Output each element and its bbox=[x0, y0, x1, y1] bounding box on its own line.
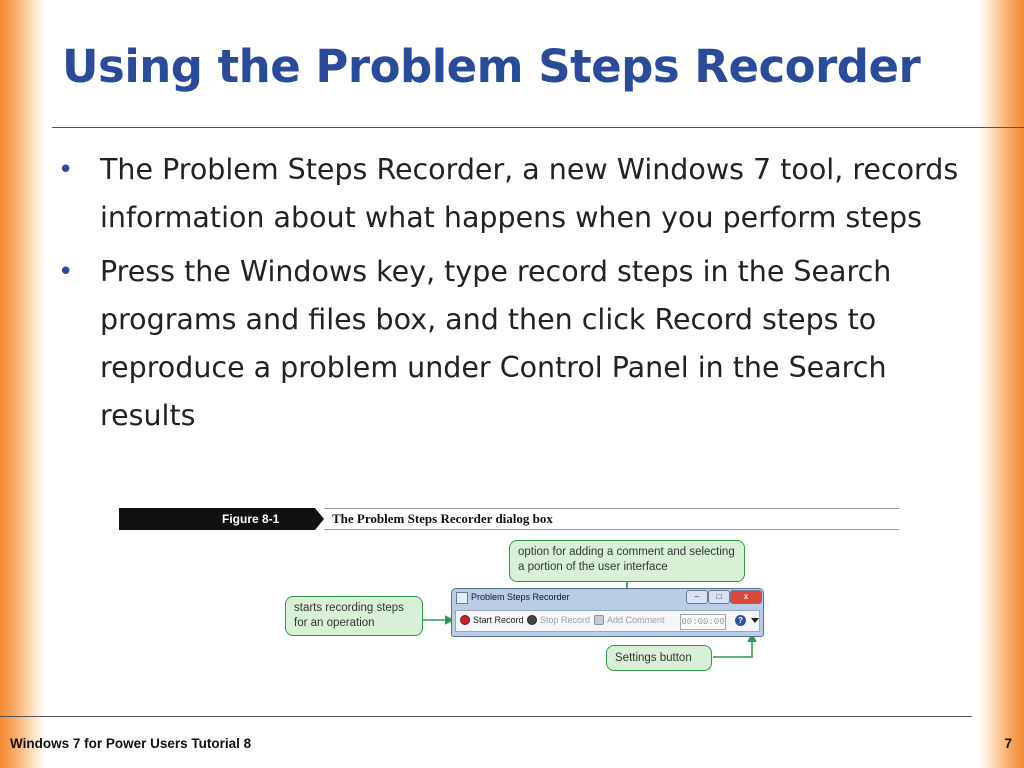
start-record-button[interactable]: Start Record bbox=[473, 615, 524, 625]
record-icon bbox=[460, 615, 470, 625]
minimize-button[interactable]: – bbox=[686, 590, 708, 604]
recording-timer: 00:00:00 bbox=[680, 614, 726, 630]
bullet-item: • The Problem Steps Recorder, a new Wind… bbox=[58, 146, 968, 242]
figure-number: Figure 8-1 bbox=[119, 508, 324, 530]
left-orange-border bbox=[0, 0, 46, 768]
settings-dropdown-icon[interactable] bbox=[751, 618, 759, 623]
add-comment-button[interactable]: Add Comment bbox=[607, 615, 665, 625]
stop-icon bbox=[527, 615, 537, 625]
start-callout: starts recording steps for an operation bbox=[285, 596, 423, 636]
bullet-item: • Press the Windows key, type record ste… bbox=[58, 248, 968, 440]
right-orange-border bbox=[978, 0, 1024, 768]
figure-caption: The Problem Steps Recorder dialog box bbox=[332, 511, 553, 526]
footer-text: Windows 7 for Power Users Tutorial 8 bbox=[10, 736, 252, 751]
settings-callout: Settings button bbox=[606, 645, 712, 671]
slide-title: Using the Problem Steps Recorder bbox=[62, 40, 921, 93]
bullet-text: The Problem Steps Recorder, a new Window… bbox=[100, 153, 959, 234]
settings-arrow bbox=[713, 632, 757, 658]
comment-icon bbox=[594, 615, 604, 625]
help-icon[interactable]: ? bbox=[735, 615, 746, 626]
problem-steps-recorder-dialog: Problem Steps Recorder – □ x Start Recor… bbox=[451, 588, 764, 637]
dialog-title: Problem Steps Recorder bbox=[471, 592, 570, 602]
bullet-marker: • bbox=[58, 257, 74, 287]
bullet-list: • The Problem Steps Recorder, a new Wind… bbox=[58, 146, 968, 446]
maximize-button[interactable]: □ bbox=[708, 590, 730, 604]
bullet-text: Press the Windows key, type record steps… bbox=[100, 255, 892, 432]
stop-record-button[interactable]: Stop Record bbox=[540, 615, 591, 625]
comment-callout: option for adding a comment and selectin… bbox=[509, 540, 745, 582]
figure-rule-bottom bbox=[324, 529, 899, 530]
page-number: 7 bbox=[1004, 736, 1012, 751]
figure-rule-top bbox=[324, 508, 899, 509]
footer-divider bbox=[0, 716, 972, 717]
app-icon bbox=[456, 592, 468, 604]
figure-header: Figure 8-1 The Problem Steps Recorder di… bbox=[119, 508, 899, 530]
close-button[interactable]: x bbox=[730, 590, 762, 604]
recorder-toolbar: Start Record Stop Record Add Comment 00:… bbox=[455, 610, 760, 632]
title-divider bbox=[52, 127, 1024, 128]
bullet-marker: • bbox=[58, 155, 74, 185]
